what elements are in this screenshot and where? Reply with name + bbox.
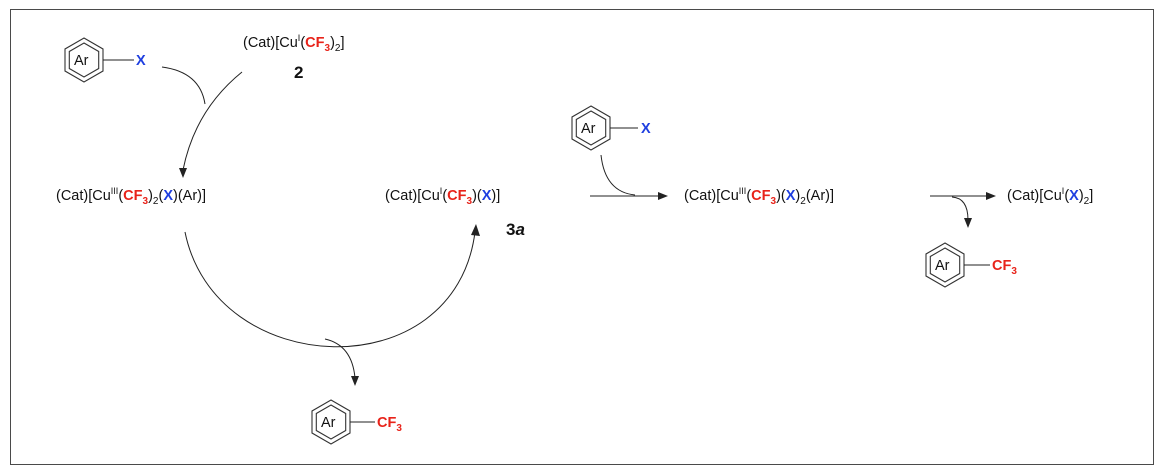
x-label: X	[136, 53, 146, 69]
cu1-product: (Cat)[CuI(X)2]	[1007, 186, 1093, 207]
scheme-frame	[10, 9, 1154, 465]
svg-text:Ar: Ar	[321, 415, 336, 431]
svg-text:(Cat)[CuIII(CF3)2(X)(Ar)]: (Cat)[CuIII(CF3)2(X)(Ar)]	[56, 186, 206, 207]
svg-text:CF3: CF3	[377, 415, 402, 434]
cycle-upper-arc	[182, 71, 243, 171]
svg-text:CF3: CF3	[992, 258, 1017, 277]
compound-3a-number: 3a	[506, 220, 525, 239]
svg-text:(Cat)[CuIII(CF3)(X)2(Ar)]: (Cat)[CuIII(CF3)(X)2(Ar)]	[684, 186, 834, 207]
cycle-lower-arc	[184, 231, 476, 348]
svg-text:(Cat)[CuI(CF3)(X)]: (Cat)[CuI(CF3)(X)]	[385, 186, 500, 207]
svg-text:(Cat)[CuI(X)2]: (Cat)[CuI(X)2]	[1007, 186, 1093, 207]
compound-2: (Cat)[CuI(CF3)2] 2	[243, 33, 345, 82]
arrow-head-to-product-2	[964, 218, 972, 228]
arrow-head-to-cu3	[179, 168, 187, 178]
compound-3a: (Cat)[CuI(CF3)(X)] 3a	[385, 186, 525, 239]
aryl-halide-reactant-1: Ar X	[64, 37, 146, 83]
arrow-head-to-product	[351, 376, 359, 386]
aryl-halide-reactant-2: Ar X	[571, 105, 651, 151]
cu3-intermediate-b: (Cat)[CuIII(CF3)(X)2(Ar)]	[684, 186, 834, 207]
compound-2-formula: (Cat)[CuI(CF3)2]	[243, 33, 345, 54]
arx2-entry-curve	[600, 154, 636, 196]
svg-text:Ar: Ar	[935, 258, 950, 274]
cu3-intermediate-a: (Cat)[CuIII(CF3)2(X)(Ar)]	[56, 186, 206, 207]
arrow-head-to-cu3-b	[658, 192, 668, 200]
svg-text:Ar: Ar	[581, 121, 596, 137]
arrow-head-to-cu1	[986, 192, 996, 200]
compound-2-number: 2	[294, 63, 303, 82]
product-branch-curve	[324, 338, 356, 379]
aryl-cf3-product-2: Ar CF3	[925, 242, 1017, 288]
ar-label: Ar	[74, 53, 89, 69]
product-2-branch	[951, 196, 969, 221]
arx-entry-curve	[161, 66, 206, 105]
aryl-cf3-product-1: Ar CF3	[311, 399, 402, 445]
svg-text:X: X	[641, 121, 651, 137]
arrow-head-to-3a	[471, 224, 480, 236]
